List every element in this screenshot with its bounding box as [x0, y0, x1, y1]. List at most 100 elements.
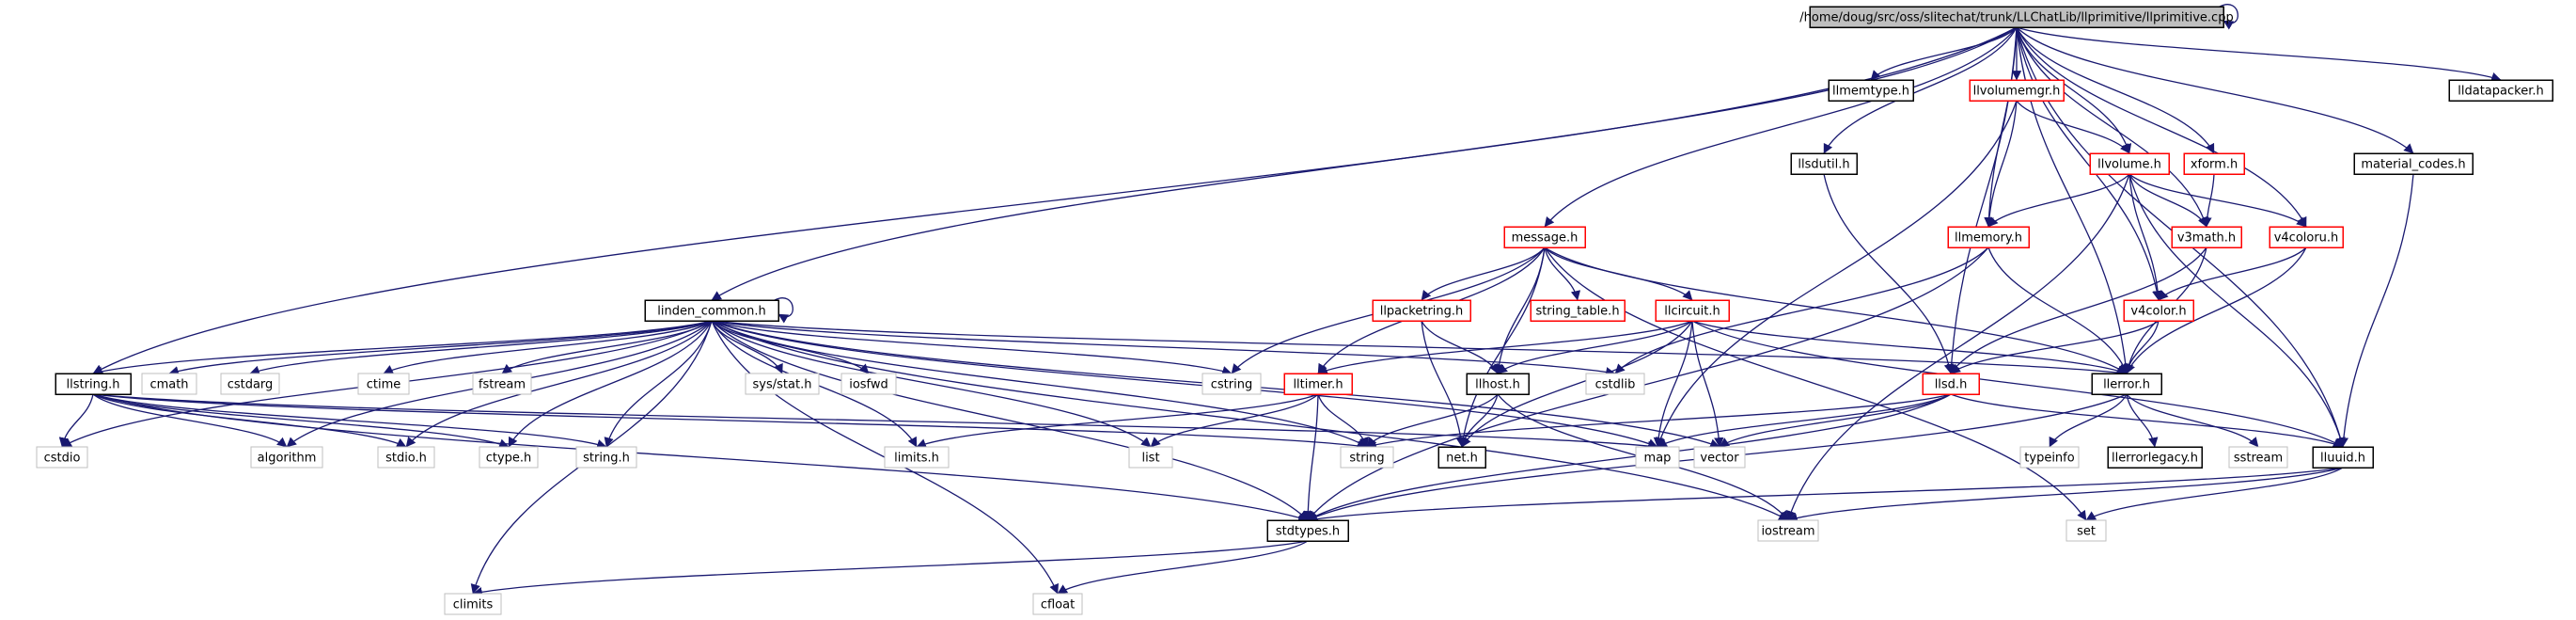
- node-label-llcircuit: llcircuit.h: [1664, 305, 1720, 319]
- node-box-fstream: [472, 373, 532, 395]
- node-box-vector: [1693, 446, 1746, 469]
- node-label-stdio: stdio.h: [385, 452, 427, 466]
- node-string: string: [1340, 446, 1394, 469]
- edge-root-to-v4coloru: [2016, 26, 2307, 228]
- edge-root-to-message: [1544, 26, 2018, 228]
- node-message[interactable]: message.h: [1503, 226, 1586, 248]
- node-llvolume[interactable]: llvolume.h: [2089, 152, 2170, 175]
- node-xform[interactable]: xform.h: [2183, 152, 2245, 175]
- node-llhost[interactable]: llhost.h: [1466, 373, 1530, 395]
- node-label-root: /home/doug/src/oss/slitechat/trunk/LLCha…: [1799, 11, 2233, 25]
- edge-root-to-lldatapacker: [2016, 26, 2502, 82]
- edge-lltimer-to-string: [1317, 393, 1370, 448]
- node-lldatapacker[interactable]: lldatapacker.h: [2448, 79, 2553, 102]
- node-root[interactable]: /home/doug/src/oss/slitechat/trunk/LLCha…: [1799, 6, 2234, 28]
- node-string_table[interactable]: string_table.h: [1530, 299, 1626, 322]
- node-label-climits: climits: [453, 598, 494, 612]
- node-llerrorlegacy[interactable]: llerrorlegacy.h: [2107, 446, 2203, 469]
- node-label-llsd: llsd.h: [1935, 378, 1968, 392]
- node-label-llpacketring: llpacketring.h: [1380, 305, 1464, 319]
- node-label-cstdarg: cstdarg: [228, 378, 274, 392]
- node-box-ctype: [479, 446, 539, 469]
- node-llvolumemgr[interactable]: llvolumemgr.h: [1969, 79, 2065, 102]
- node-box-cstdarg: [220, 373, 280, 395]
- node-label-llerrorlegacy: llerrorlegacy.h: [2112, 452, 2198, 466]
- edge-llstring-to-map: [92, 393, 1658, 452]
- edge-llhost-to-net: [1459, 393, 1499, 448]
- node-box-list: [1128, 446, 1173, 469]
- node-box-map: [1635, 446, 1680, 469]
- node-label-cfloat: cfloat: [1041, 598, 1075, 612]
- node-box-climits: [444, 593, 502, 615]
- edge-llcircuit-to-llhost: [1497, 320, 1693, 374]
- node-lltimer[interactable]: lltimer.h: [1283, 373, 1353, 395]
- node-net[interactable]: net.h: [1437, 446, 1486, 469]
- node-label-llhost: llhost.h: [1475, 378, 1520, 392]
- node-box-xform: [2183, 152, 2245, 175]
- node-box-lldatapacker: [2448, 79, 2553, 102]
- node-llstring[interactable]: llstring.h: [55, 373, 132, 395]
- node-cfloat: cfloat: [1032, 593, 1083, 615]
- edge-linden_common-to-fstream: [501, 320, 713, 374]
- node-box-v3math: [2171, 226, 2242, 248]
- edge-message-to-set: [1544, 246, 2087, 521]
- node-label-llsdutil: llsdutil.h: [1798, 158, 1849, 172]
- edge-linden_common-to-llstring: [92, 320, 713, 376]
- node-linden_common[interactable]: linden_common.h: [644, 299, 779, 322]
- edge-linden_common-to-linden_common: [774, 297, 793, 324]
- node-llmemtype[interactable]: llmemtype.h: [1828, 79, 1914, 102]
- edge-llpacketring-to-llhost: [1421, 320, 1499, 374]
- node-box-cstring: [1202, 373, 1262, 395]
- edge-llsd-to-map: [1657, 393, 1952, 448]
- node-label-llvolume: llvolume.h: [2097, 158, 2161, 172]
- node-typeinfo: typeinfo: [2019, 446, 2080, 469]
- edge-llcircuit-to-vector: [1691, 320, 1724, 448]
- edge-lltimer-to-stdtypes: [1303, 393, 1319, 521]
- edge-lltimer-to-limits: [916, 393, 1319, 449]
- edge-v4color-to-llsd: [1950, 320, 2160, 374]
- edge-llvolume-to-iostream: [1786, 173, 2130, 521]
- edge-llvolumemgr-to-llvolume: [2016, 100, 2130, 154]
- node-label-stdtypes: stdtypes.h: [1276, 525, 1340, 539]
- node-box-llvolumemgr: [1969, 79, 2065, 102]
- node-label-message: message.h: [1512, 231, 1579, 246]
- node-cstring: cstring: [1202, 373, 1262, 395]
- node-lluuid[interactable]: lluuid.h: [2312, 446, 2374, 469]
- node-llmemory[interactable]: llmemory.h: [1947, 226, 2030, 248]
- edge-lluuid-to-stdtypes: [1307, 467, 2344, 524]
- node-map: map: [1635, 446, 1680, 469]
- node-llcircuit[interactable]: llcircuit.h: [1655, 299, 1730, 322]
- node-box-cmath: [141, 373, 197, 395]
- edge-llerror-to-sstream: [2126, 393, 2259, 448]
- node-cstdlib: cstdlib: [1585, 373, 1645, 395]
- node-label-llmemory: llmemory.h: [1955, 231, 2022, 246]
- edge-llstring-to-cstdio: [58, 393, 94, 448]
- edge-linden_common-to-ctype: [508, 320, 713, 448]
- node-box-stdio: [377, 446, 435, 469]
- node-stdtypes[interactable]: stdtypes.h: [1266, 519, 1349, 542]
- node-v3math[interactable]: v3math.h: [2171, 226, 2242, 248]
- node-label-v4color: v4color.h: [2130, 305, 2186, 319]
- edge-root-to-llstring: [92, 26, 2018, 374]
- node-box-llpacketring: [1372, 299, 1471, 322]
- node-material_codes[interactable]: material_codes.h: [2353, 152, 2474, 175]
- node-llpacketring[interactable]: llpacketring.h: [1372, 299, 1471, 322]
- edge-v4color-to-llerror: [2123, 320, 2160, 374]
- node-box-ctime: [357, 373, 410, 395]
- node-llsd[interactable]: llsd.h: [1922, 373, 1980, 395]
- node-v4coloru[interactable]: v4coloru.h: [2269, 226, 2344, 248]
- file-nodes: /home/doug/src/oss/slitechat/trunk/LLCha…: [36, 6, 2553, 615]
- node-llsdutil[interactable]: llsdutil.h: [1790, 152, 1858, 175]
- node-sstream: sstream: [2228, 446, 2288, 469]
- node-box-llvolume: [2089, 152, 2170, 175]
- edge-linden_common-to-cstdarg: [249, 320, 713, 375]
- node-label-set: set: [2077, 525, 2096, 539]
- edge-llsd-to-lluuid: [1950, 393, 2344, 449]
- node-label-iosfwd: iosfwd: [849, 378, 888, 392]
- node-box-stdtypes: [1266, 519, 1349, 542]
- edge-linden_common-to-stdtypes: [711, 320, 1309, 521]
- node-label-material_codes: material_codes.h: [2361, 158, 2465, 172]
- node-llerror[interactable]: llerror.h: [2091, 373, 2162, 395]
- node-v4color[interactable]: v4color.h: [2123, 299, 2194, 322]
